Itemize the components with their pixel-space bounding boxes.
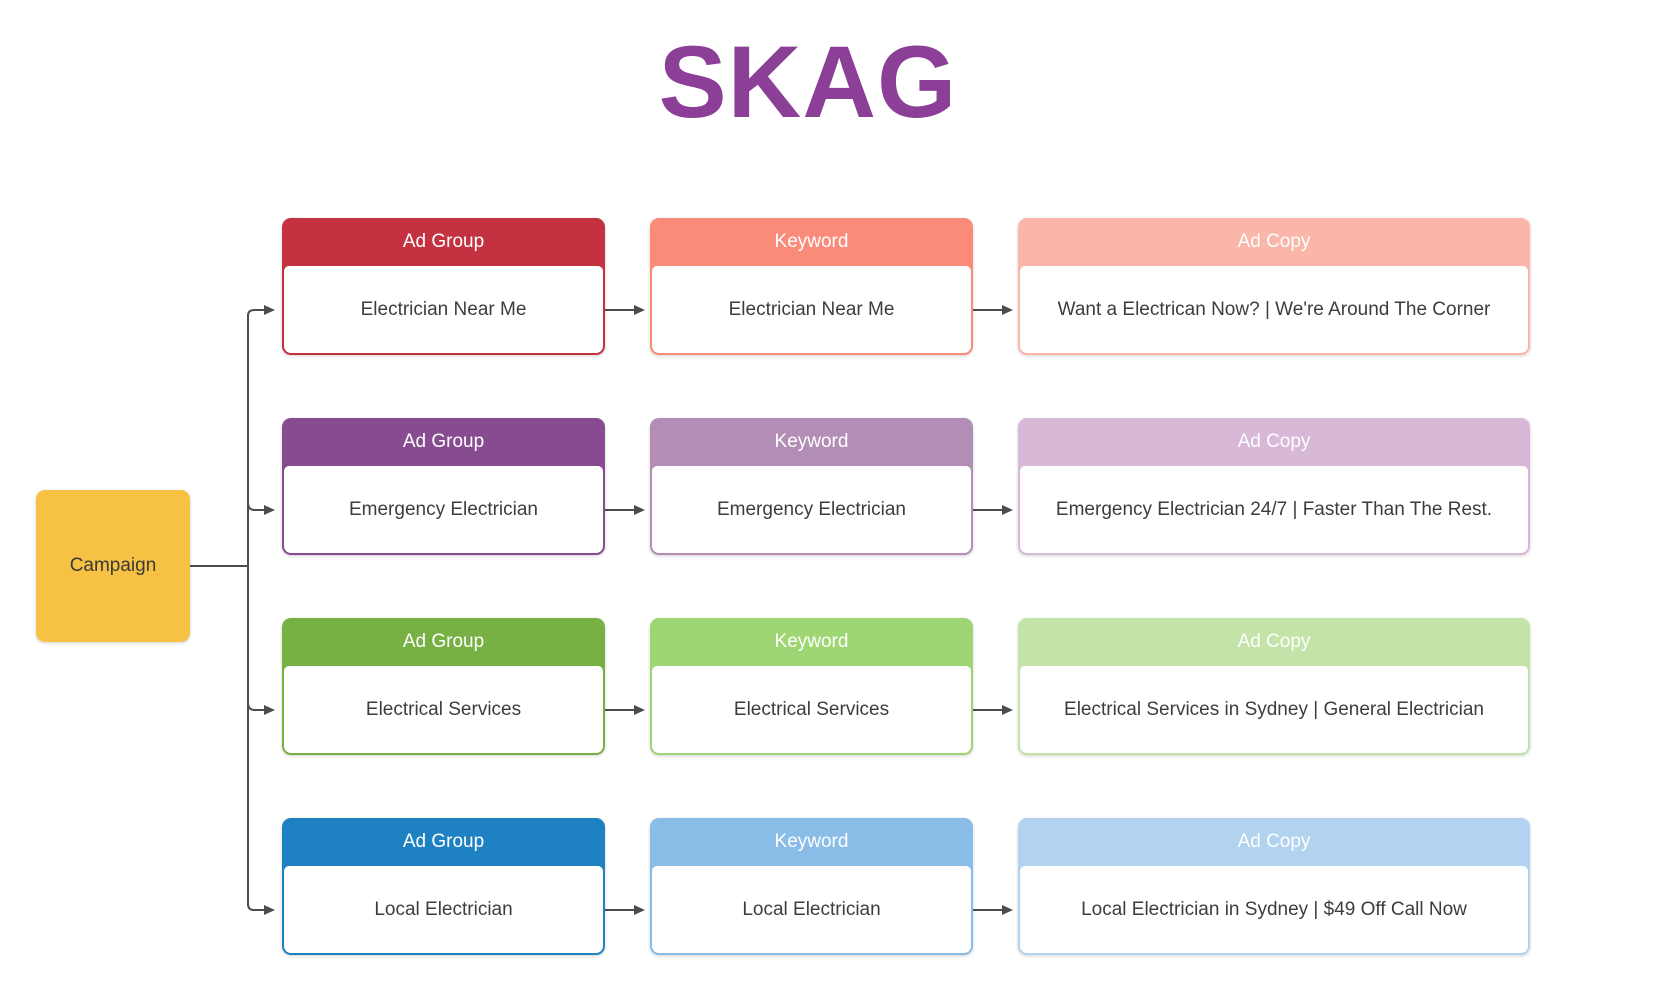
- ad-copy-header: Ad Copy: [1237, 831, 1311, 852]
- keyword-header: Keyword: [774, 231, 849, 252]
- ad-copy-value: Electrical Services in Sydney | General …: [1020, 666, 1528, 753]
- ad-group-node: Ad Group Local Electrician: [282, 818, 605, 955]
- campaign-node: Campaign: [36, 490, 190, 642]
- ad-group-value: Local Electrician: [284, 866, 603, 953]
- ad-group-header: Ad Group: [402, 831, 485, 852]
- ad-group-header: Ad Group: [402, 631, 485, 652]
- ad-group-value: Electrician Near Me: [284, 266, 603, 353]
- ad-group-header: Ad Group: [402, 231, 485, 252]
- skag-row: Ad Group Local Electrician Keyword Local…: [0, 818, 1660, 955]
- ad-group-node: Ad Group Electrician Near Me: [282, 218, 605, 355]
- ad-group-header: Ad Group: [402, 431, 485, 452]
- ad-copy-node: Ad Copy Emergency Electrician 24/7 | Fas…: [1018, 418, 1530, 555]
- ad-group-node: Ad Group Emergency Electrician: [282, 418, 605, 555]
- keyword-node: Keyword Emergency Electrician: [650, 418, 973, 555]
- skag-row: Ad Group Electrician Near Me Keyword Ele…: [0, 218, 1660, 355]
- ad-copy-header: Ad Copy: [1237, 231, 1311, 252]
- keyword-node: Keyword Local Electrician: [650, 818, 973, 955]
- ad-group-value: Emergency Electrician: [284, 466, 603, 553]
- keyword-header: Keyword: [774, 631, 849, 652]
- ad-copy-node: Ad Copy Electrical Services in Sydney | …: [1018, 618, 1530, 755]
- keyword-header: Keyword: [774, 831, 849, 852]
- page-title: SKAG: [658, 25, 958, 139]
- ad-copy-node: Ad Copy Want a Electrican Now? | We're A…: [1018, 218, 1530, 355]
- keyword-header: Keyword: [774, 431, 849, 452]
- ad-copy-header: Ad Copy: [1237, 431, 1311, 452]
- keyword-value: Electrician Near Me: [652, 266, 971, 353]
- keyword-value: Electrical Services: [652, 666, 971, 753]
- keyword-value: Local Electrician: [652, 866, 971, 953]
- ad-copy-node: Ad Copy Local Electrician in Sydney | $4…: [1018, 818, 1530, 955]
- ad-group-node: Ad Group Electrical Services: [282, 618, 605, 755]
- ad-copy-value: Emergency Electrician 24/7 | Faster Than…: [1020, 466, 1528, 553]
- keyword-value: Emergency Electrician: [652, 466, 971, 553]
- keyword-node: Keyword Electrical Services: [650, 618, 973, 755]
- ad-copy-value: Local Electrician in Sydney | $49 Off Ca…: [1020, 866, 1528, 953]
- keyword-node: Keyword Electrician Near Me: [650, 218, 973, 355]
- skag-row: Ad Group Emergency Electrician Keyword E…: [0, 418, 1660, 555]
- skag-row: Ad Group Electrical Services Keyword Ele…: [0, 618, 1660, 755]
- ad-copy-value: Want a Electrican Now? | We're Around Th…: [1020, 266, 1528, 353]
- ad-group-value: Electrical Services: [284, 666, 603, 753]
- ad-copy-header: Ad Copy: [1237, 631, 1311, 652]
